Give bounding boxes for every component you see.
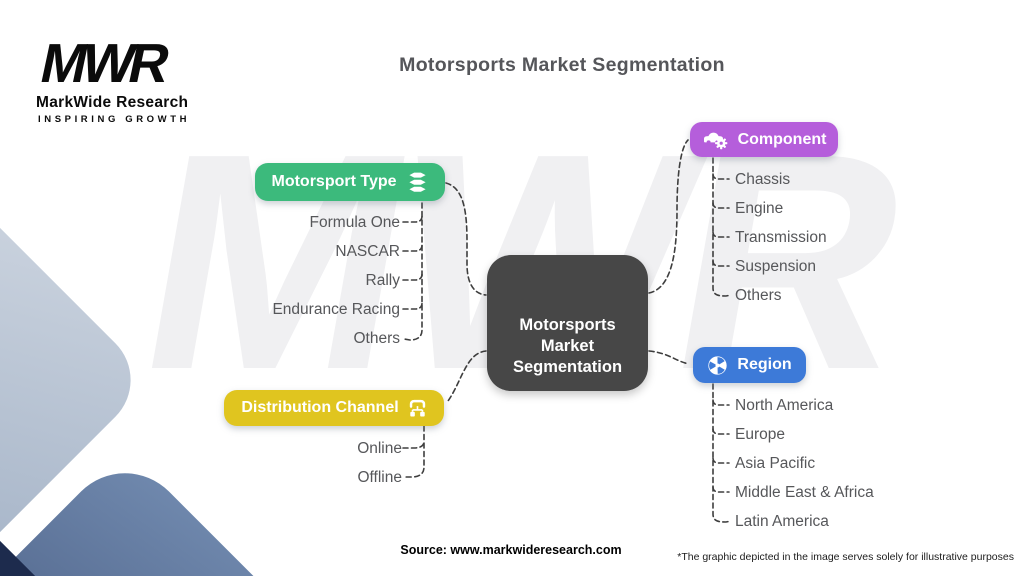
list-item: Others (353, 330, 400, 347)
branch-node-motorsport-type: Motorsport Type (255, 163, 445, 201)
logo: MWR MarkWide Research INSPIRING GROWTH (35, 32, 191, 125)
list-item: Middle East & Africa (735, 484, 874, 501)
list-item: Latin America (735, 513, 829, 530)
list-item: NASCAR (335, 243, 400, 260)
logo-tagline: INSPIRING GROWTH (38, 114, 191, 125)
connector-motorsport-ticks (402, 215, 423, 310)
logo-mark: MWR (35, 32, 171, 94)
globe-icon (707, 355, 728, 376)
source-text: Source: www.markwideresearch.com (400, 543, 622, 557)
list-item: Europe (735, 426, 785, 443)
branch-node-distribution-channel: Distribution Channel (224, 390, 444, 426)
connector-distribution-spine (403, 425, 425, 478)
list-item: Suspension (735, 258, 817, 275)
car-gear-icon (702, 129, 729, 150)
distribution-network-icon (408, 399, 427, 418)
connector-region-curve (648, 350, 690, 365)
branch-label-distribution-channel: Distribution Channel (241, 399, 399, 416)
connector-region-spine (712, 383, 732, 523)
list-item: Online (357, 440, 402, 457)
component-items: Chassis Engine Transmission Suspension O… (735, 165, 955, 310)
connector-distribution-ticks (402, 440, 425, 449)
connector-motorsport-spine (403, 202, 423, 341)
center-node-label: Motorsports Market Segmentation (512, 316, 623, 376)
branch-node-component: Component (690, 122, 838, 157)
distribution-channel-items: Online Offline (190, 434, 402, 492)
region-items: North America Europe Asia Pacific Middle… (735, 391, 970, 536)
branch-label-component: Component (737, 130, 827, 148)
connector-motorsport-curve (445, 182, 487, 296)
list-item: Chassis (735, 171, 791, 188)
list-item: Engine (735, 200, 784, 217)
connector-component-curve (648, 139, 689, 294)
page-title: Motorsports Market Segmentation (399, 54, 725, 76)
connector-region-ticks (712, 399, 730, 493)
list-item: North America (735, 397, 834, 414)
connector-component-spine (712, 157, 732, 297)
disclaimer-text: *The graphic depicted in the image serve… (677, 551, 1014, 563)
branch-label-region: Region (737, 356, 792, 373)
list-item: Offline (357, 469, 402, 486)
list-item: Endurance Racing (272, 301, 400, 318)
branch-node-region: Region (693, 347, 806, 383)
center-node: Motorsports Market Segmentation (487, 255, 648, 391)
list-item: Rally (365, 272, 400, 289)
branch-label-motorsport-type: Motorsport Type (271, 173, 397, 190)
stacked-list-icon (406, 172, 429, 193)
connector-component-ticks (712, 173, 730, 267)
motorsport-type-items: Formula One NASCAR Rally Endurance Racin… (190, 208, 400, 353)
logo-name: MarkWide Research (36, 94, 189, 111)
list-item: Formula One (309, 214, 400, 231)
connector-distribution-curve (447, 350, 487, 402)
list-item: Others (735, 287, 782, 304)
list-item: Transmission (735, 229, 827, 246)
list-item: Asia Pacific (735, 455, 816, 472)
